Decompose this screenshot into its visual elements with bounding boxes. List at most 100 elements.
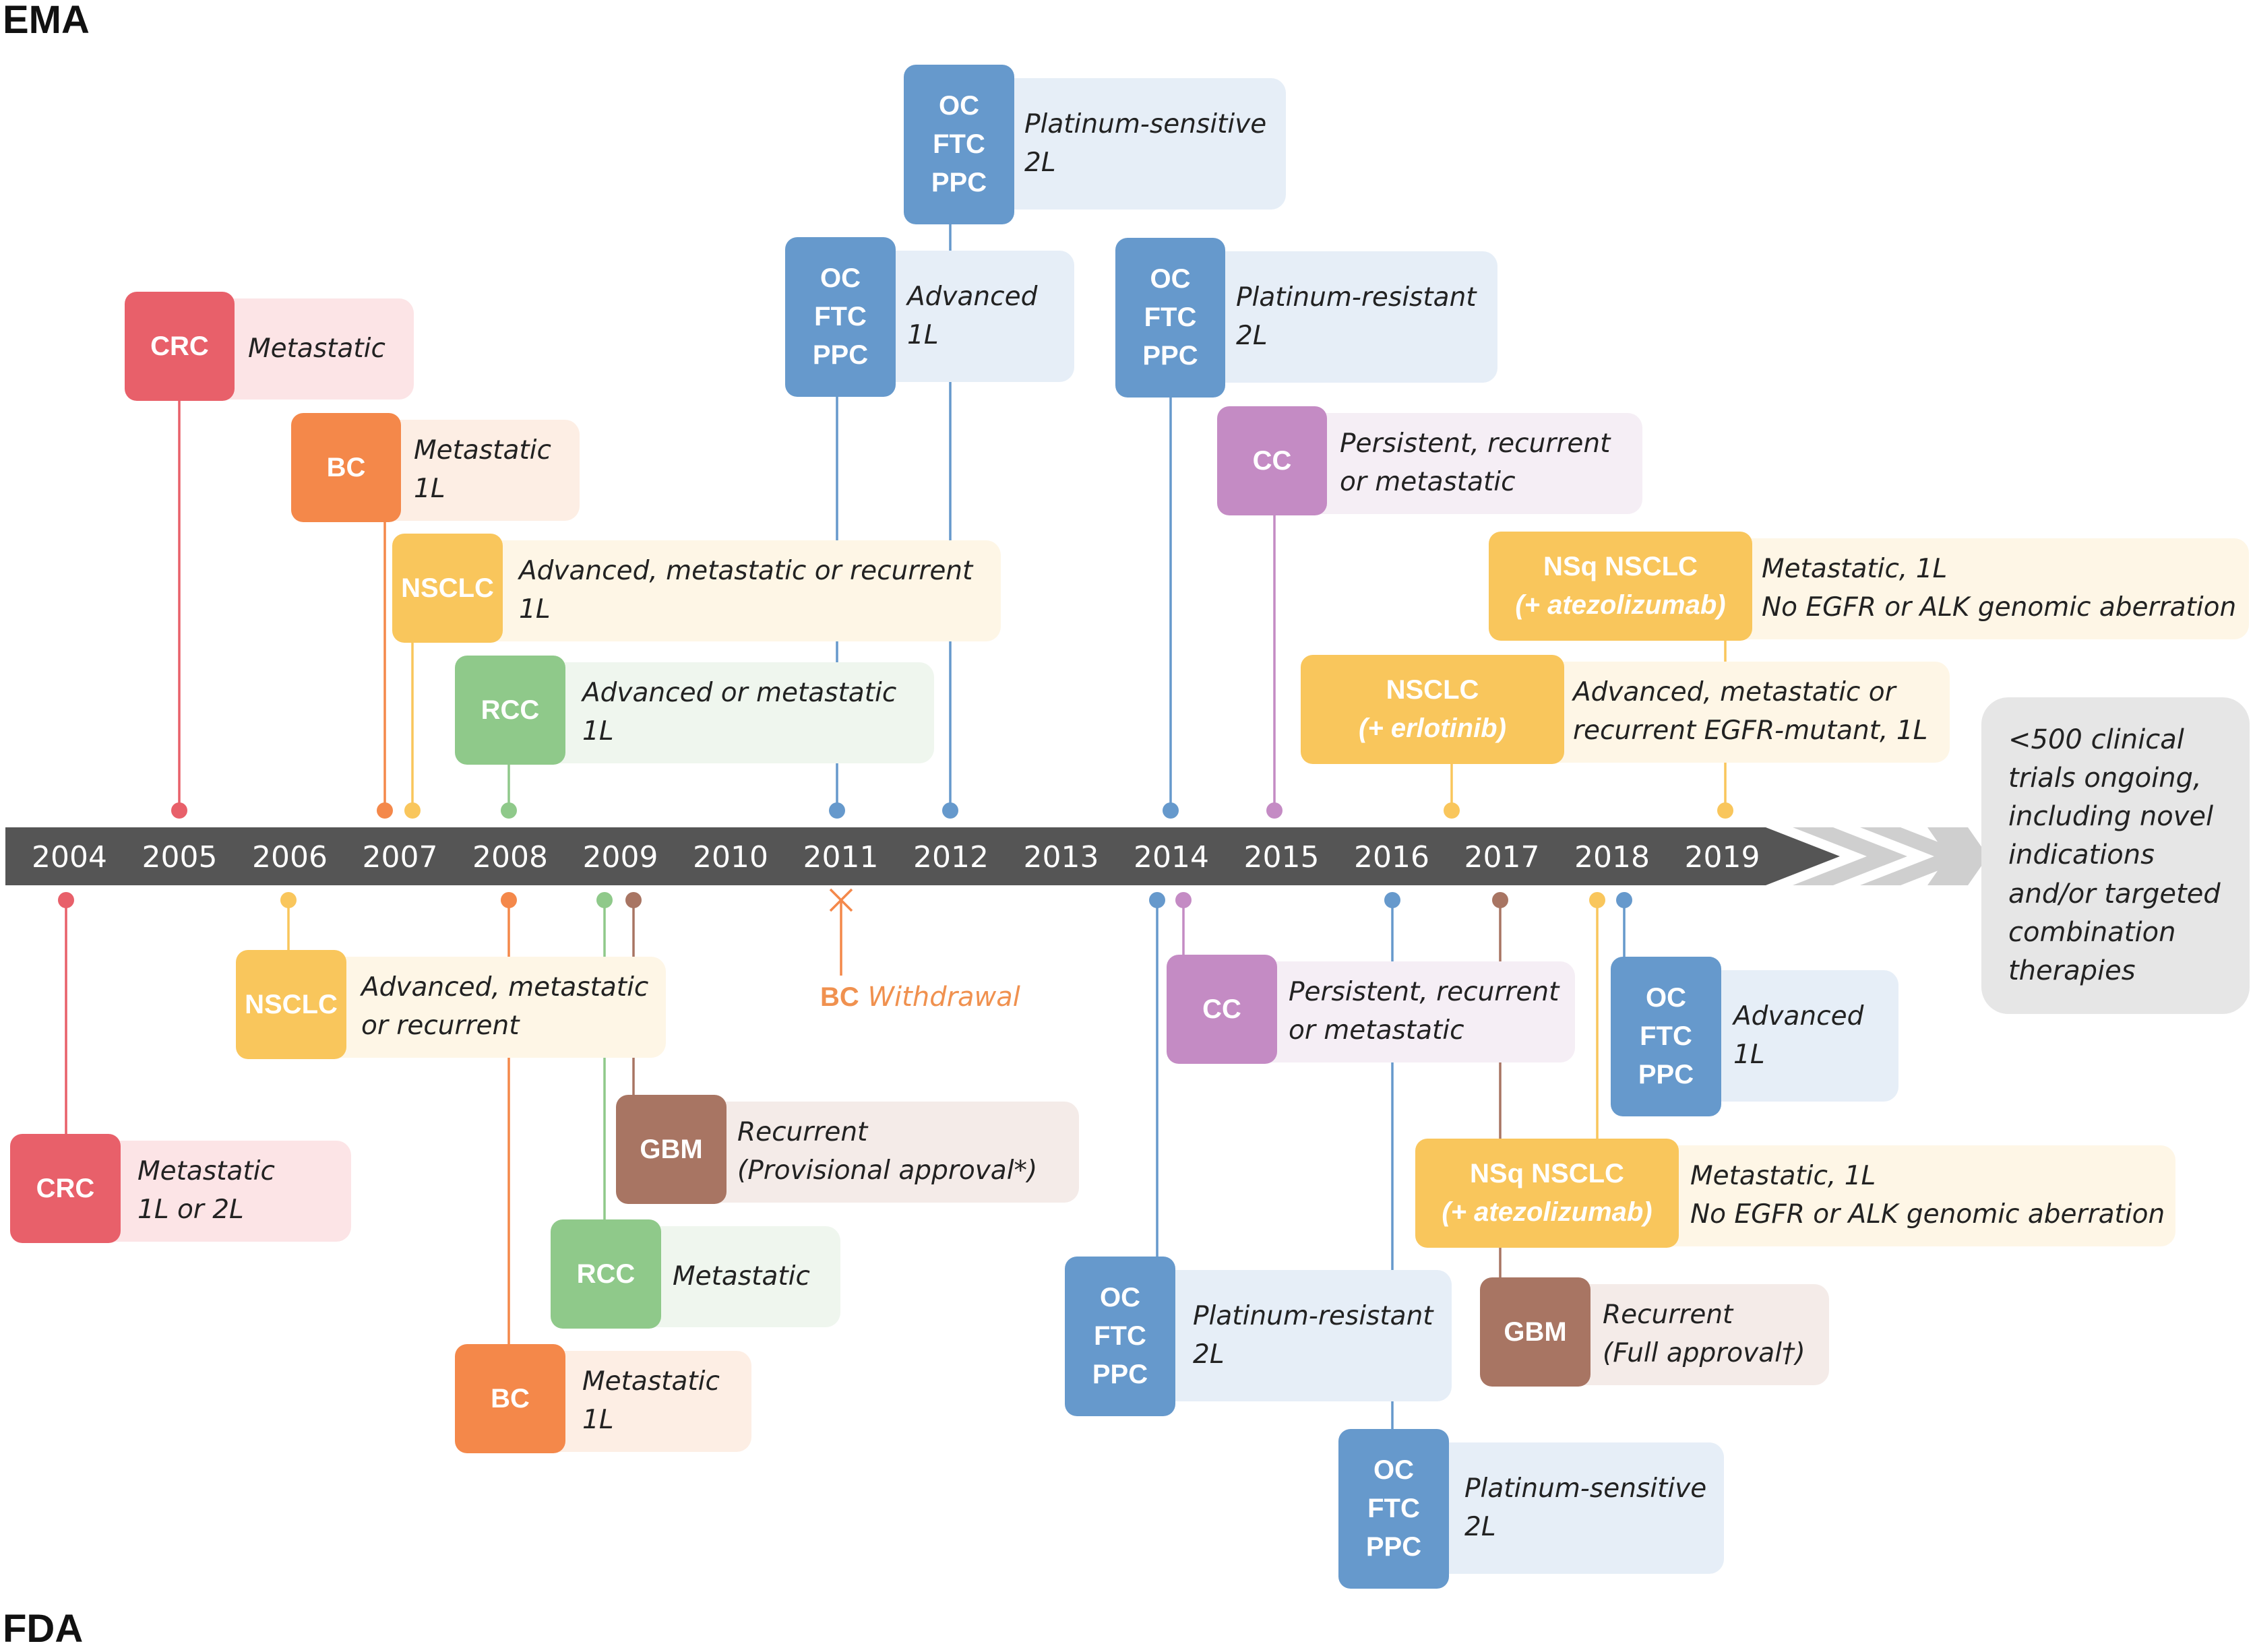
tag-text: NSCLC (1386, 675, 1479, 705)
tag-text: GBM (640, 1134, 703, 1164)
ema-event-dot (1163, 802, 1179, 819)
description-line: Metastatic, 1L (1762, 554, 1948, 585)
indication-tag-nsclc: NSq NSCLC (+ atezolizumab) (1415, 1139, 1679, 1248)
tag-text: FTC (933, 129, 985, 160)
event-description-box (1557, 1284, 1829, 1385)
bc-withdrawal-label: BC Withdrawal (820, 982, 1020, 1013)
event-description-box (532, 662, 934, 763)
year-label-2004: 2004 (32, 840, 107, 875)
event-description-box (977, 78, 1286, 210)
description-line: Metastatic (582, 1366, 720, 1397)
tag-text: (+ atezolizumab) (1515, 590, 1726, 620)
description-line: 1L (414, 474, 445, 504)
indication-tag-gbm: GBM (1480, 1277, 1590, 1387)
description-line: Metastatic (414, 435, 551, 466)
event-description-box (1631, 1145, 2175, 1246)
indication-tag-bc: BC (455, 1344, 565, 1453)
description-line: Platinum-resistant (1193, 1300, 1433, 1331)
year-label-2008: 2008 (472, 840, 548, 875)
year-label-2009: 2009 (583, 840, 658, 875)
description-line: Platinum-sensitive (1024, 108, 1267, 139)
tag-text: NSCLC (245, 989, 338, 1019)
indication-tag-crc: CRC (125, 292, 235, 401)
event-description-box (694, 1102, 1079, 1203)
tag-text: PPC (1142, 340, 1198, 371)
event-description-box (472, 540, 1001, 641)
tag-text: CRC (150, 331, 209, 361)
description-line: No EGFR or ALK genomic aberration (1690, 1199, 2165, 1230)
fda-event-dot (1384, 892, 1400, 908)
description-line: Advanced, metastatic or (1573, 677, 1896, 708)
year-label-2013: 2013 (1024, 840, 1099, 875)
indication-tag-rcc: RCC (551, 1219, 661, 1329)
description-line: 1L (519, 594, 551, 625)
event-description: Metastatic (673, 1226, 834, 1327)
description-line: 1L (582, 716, 614, 746)
tag-text: FTC (1367, 1494, 1420, 1524)
axis-arrow (5, 827, 1840, 885)
description-line: Platinum-sensitive (1464, 1473, 1707, 1504)
note-line: and/or targeted (2008, 878, 2221, 910)
event-description: Recurrent (Full approval†) (1603, 1284, 1818, 1385)
description-line: recurrent EGFR-mutant, 1L (1573, 716, 1928, 746)
connector-lines (65, 144, 1727, 1508)
ema-event-dot (377, 802, 393, 819)
note-line: <500 clinical (2008, 724, 2184, 755)
ema-event-dot (1444, 802, 1460, 819)
year-label-2012: 2012 (913, 840, 989, 875)
fda-event-dot (280, 892, 297, 908)
fda-event-dot (596, 892, 613, 908)
description-line: (Full approval†) (1603, 1338, 1805, 1368)
year-label-2016: 2016 (1354, 840, 1429, 875)
description-line: Metastatic (248, 333, 385, 364)
tag-text: FTC (1094, 1321, 1146, 1352)
year-label-2011: 2011 (803, 840, 879, 875)
ema-event-dot (942, 802, 958, 819)
indication-tag-nsclc: NSq NSCLC(+ atezolizumab) (1489, 532, 1752, 641)
tag-text: (+ atezolizumab) (1442, 1197, 1652, 1227)
description-line: 1L (582, 1405, 614, 1435)
description-line: 2L (1024, 147, 1056, 178)
indication-tag-rcc: RCC (455, 656, 565, 765)
event-markers (58, 802, 1733, 908)
tag-text: OC (820, 263, 861, 294)
year-label-2019: 2019 (1685, 840, 1760, 875)
tag-text: FTC (1144, 303, 1197, 333)
tag-text: PPC (931, 167, 987, 197)
event-description-box (1294, 413, 1642, 514)
indication-tag-crc: CRC (10, 1134, 121, 1243)
note-line: therapies (2008, 955, 2136, 986)
tag-text: RCC (481, 695, 540, 725)
tag-text: PPC (812, 340, 869, 370)
note-line: indications (2008, 839, 2155, 871)
ema-event-dot (171, 802, 187, 819)
event-description-box (88, 1141, 351, 1242)
year-label-2010: 2010 (693, 840, 768, 875)
ema-label: EMA (3, 0, 90, 42)
description-line: Advanced (907, 281, 1038, 312)
tag-text: PPC (1092, 1359, 1148, 1389)
tag-text: BC (326, 452, 366, 482)
year-label-2015: 2015 (1244, 840, 1320, 875)
event-description-box (202, 298, 414, 400)
withdrawal-tag: BC (820, 982, 859, 1012)
indication-tag-nsclc: NSCLC (236, 950, 346, 1059)
event-description: Advanced, metastatic or recurrent EGFR-mu… (1573, 662, 1944, 763)
tag-text: NSCLC (401, 573, 494, 603)
description-line: Advanced (1733, 1000, 1864, 1031)
description-line: or metastatic (1289, 1015, 1464, 1046)
tag-text: NSq NSCLC (1470, 1159, 1624, 1189)
description-line: Recurrent (1603, 1300, 1733, 1331)
fda-event-dot (1616, 892, 1632, 908)
tag-text: FTC (814, 302, 867, 332)
description-line: Metastatic (137, 1156, 275, 1187)
note-line: trials ongoing, (2008, 763, 2202, 794)
indication-tag-cc: CC (1217, 406, 1327, 515)
